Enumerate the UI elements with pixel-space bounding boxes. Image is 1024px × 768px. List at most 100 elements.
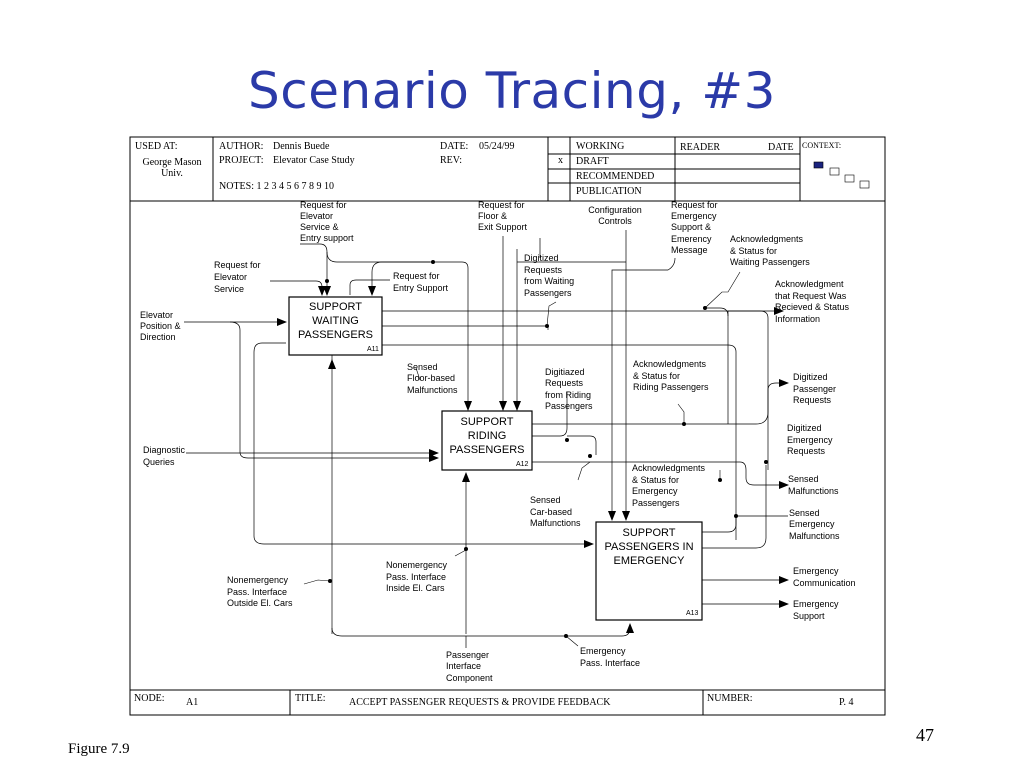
- svg-text:Digitized: Digitized: [524, 253, 559, 263]
- label-digitized-emergency: Digitized Emergency Requests: [787, 423, 833, 456]
- header-texts: USED AT: George Mason Univ. AUTHOR: Denn…: [135, 141, 841, 197]
- title-value: ACCEPT PASSENGER REQUESTS & PROVIDE FEED…: [349, 697, 611, 708]
- activity-box-a11: SUPPORT WAITING PASSENGERS A11: [288, 296, 383, 356]
- svg-text:Service &: Service &: [300, 222, 339, 232]
- leader-nonemerg-outside: [303, 579, 331, 585]
- status-publication: PUBLICATION: [576, 186, 642, 197]
- label-ack-riding: Acknowledgments & Status for Riding Pass…: [633, 359, 709, 392]
- label-request-floor-exit: Request for Floor & Exit Support: [478, 200, 528, 232]
- svg-text:Interface: Interface: [446, 661, 481, 671]
- svg-text:Service: Service: [214, 284, 244, 294]
- label-nonemerg-outside: Nonemergency Pass. Interface Outside El.…: [227, 575, 293, 608]
- label-sensed-malfunctions: Sensed Malfunctions: [788, 474, 839, 496]
- dot-5: [682, 422, 686, 426]
- svg-text:Pass. Interface: Pass. Interface: [227, 587, 287, 597]
- svg-text:Digitiazed: Digitiazed: [545, 367, 585, 377]
- svg-text:Waiting Passengers: Waiting Passengers: [730, 257, 810, 267]
- a12-line1: SUPPORT: [461, 416, 514, 428]
- arrow-digitized-passenger: [532, 379, 789, 425]
- arrow-sensed-emerg: [702, 515, 788, 533]
- dot-11: [464, 547, 468, 551]
- svg-text:Floor &: Floor &: [478, 211, 507, 221]
- label-ack-request: Acknowledgment that Request Was Recieved…: [775, 279, 850, 324]
- header-form: [129, 136, 886, 690]
- svg-text:Outside El. Cars: Outside El. Cars: [227, 598, 293, 608]
- author-value: Dennis Buede: [273, 141, 330, 152]
- dot-10: [734, 514, 738, 518]
- arrow-request-emergency: [608, 257, 676, 521]
- arrow-diagnostic-a13: [253, 342, 594, 548]
- project-value: Elevator Case Study: [273, 155, 355, 166]
- svg-text:Inside El. Cars: Inside El. Cars: [386, 583, 445, 593]
- svg-text:from Riding: from Riding: [545, 390, 591, 400]
- leader-digitized-waiting: [546, 301, 557, 327]
- a11-line1: SUPPORT: [309, 301, 362, 313]
- svg-text:Pass. Interface: Pass. Interface: [580, 658, 640, 668]
- leader-sensed-floor: [415, 367, 421, 381]
- svg-text:Pass. Interface: Pass. Interface: [386, 572, 446, 582]
- svg-text:Malfunctions: Malfunctions: [407, 385, 458, 395]
- date-label: DATE:: [440, 141, 468, 152]
- reader-date-label: DATE: [768, 142, 794, 153]
- svg-text:Communication: Communication: [793, 578, 856, 588]
- svg-text:Support: Support: [793, 611, 825, 621]
- svg-text:Passenger: Passenger: [793, 384, 836, 394]
- svg-text:Nonemergency: Nonemergency: [227, 575, 289, 585]
- rev-label: REV:: [440, 155, 462, 166]
- context-box-3: [844, 174, 855, 183]
- context-box-1: [813, 161, 824, 169]
- figure-caption: Figure 7.9: [68, 741, 130, 757]
- footer-border: [129, 689, 886, 716]
- used-at-line1: George Mason: [143, 157, 202, 168]
- arrow-position-to-a12: [229, 321, 439, 462]
- form-border: [129, 136, 886, 202]
- svg-text:Emergency: Emergency: [787, 435, 833, 445]
- used-at-line2: Univ.: [161, 168, 183, 179]
- svg-text:Requests: Requests: [524, 265, 563, 275]
- svg-text:Elevator: Elevator: [300, 211, 333, 221]
- svg-text:Car-based: Car-based: [530, 507, 572, 517]
- title-label: TITLE:: [295, 693, 326, 704]
- svg-text:Emergency: Emergency: [580, 646, 626, 656]
- a11-line2: WAITING: [312, 315, 359, 327]
- label-diagnostic: Diagnostic Queries: [143, 445, 186, 467]
- arrow-labels: Request for Elevator Service & Entry sup…: [140, 200, 856, 683]
- a12-line2: RIDING: [468, 430, 507, 442]
- svg-text:Sensed: Sensed: [789, 508, 820, 518]
- used-at-label: USED AT:: [135, 141, 178, 152]
- arrow-request-elevator-service: [270, 280, 326, 296]
- dot-8: [764, 460, 768, 464]
- arrow-a12-feedback: [532, 392, 568, 437]
- leader-nonemerg-inside: [454, 549, 467, 557]
- svg-text:Sensed: Sensed: [407, 362, 438, 372]
- dot-6: [565, 438, 569, 442]
- context-label: CONTEXT:: [802, 141, 841, 150]
- svg-text:Direction: Direction: [140, 332, 176, 342]
- arrow-request-elevator-entry: [300, 243, 331, 296]
- activity-box-a12: SUPPORT RIDING PASSENGERS A12: [441, 410, 533, 471]
- svg-text:Elevator: Elevator: [140, 310, 173, 320]
- svg-text:Entry support: Entry support: [300, 233, 354, 243]
- label-request-elevator-entry: Request for Elevator Service & Entry sup…: [300, 200, 354, 243]
- dot-3: [545, 324, 549, 328]
- svg-text:Emergency: Emergency: [793, 566, 839, 576]
- slide-title: Scenario Tracing, #3: [248, 62, 776, 120]
- label-digitized-passenger: Digitized Passenger Requests: [793, 372, 836, 405]
- leader-ack-riding: [677, 403, 685, 424]
- svg-text:Sensed: Sensed: [530, 495, 561, 505]
- svg-text:Emerency: Emerency: [671, 234, 712, 244]
- dot-13: [564, 634, 568, 638]
- date-value: 05/24/99: [479, 141, 515, 152]
- label-emergency-pass-interface: Emergency Pass. Interface: [580, 646, 640, 668]
- label-leaders: [303, 271, 741, 647]
- svg-text:Entry Support: Entry Support: [393, 283, 449, 293]
- svg-text:Support &: Support &: [671, 222, 711, 232]
- arrow-car-link: [567, 435, 597, 455]
- arrow-ack-request: [727, 307, 784, 316]
- svg-text:Controls: Controls: [598, 216, 632, 226]
- dot-1: [325, 279, 329, 283]
- svg-text:Request for: Request for: [393, 271, 440, 281]
- svg-text:Recieved & Status: Recieved & Status: [775, 302, 850, 312]
- svg-text:Component: Component: [446, 673, 493, 683]
- svg-text:Queries: Queries: [143, 457, 175, 467]
